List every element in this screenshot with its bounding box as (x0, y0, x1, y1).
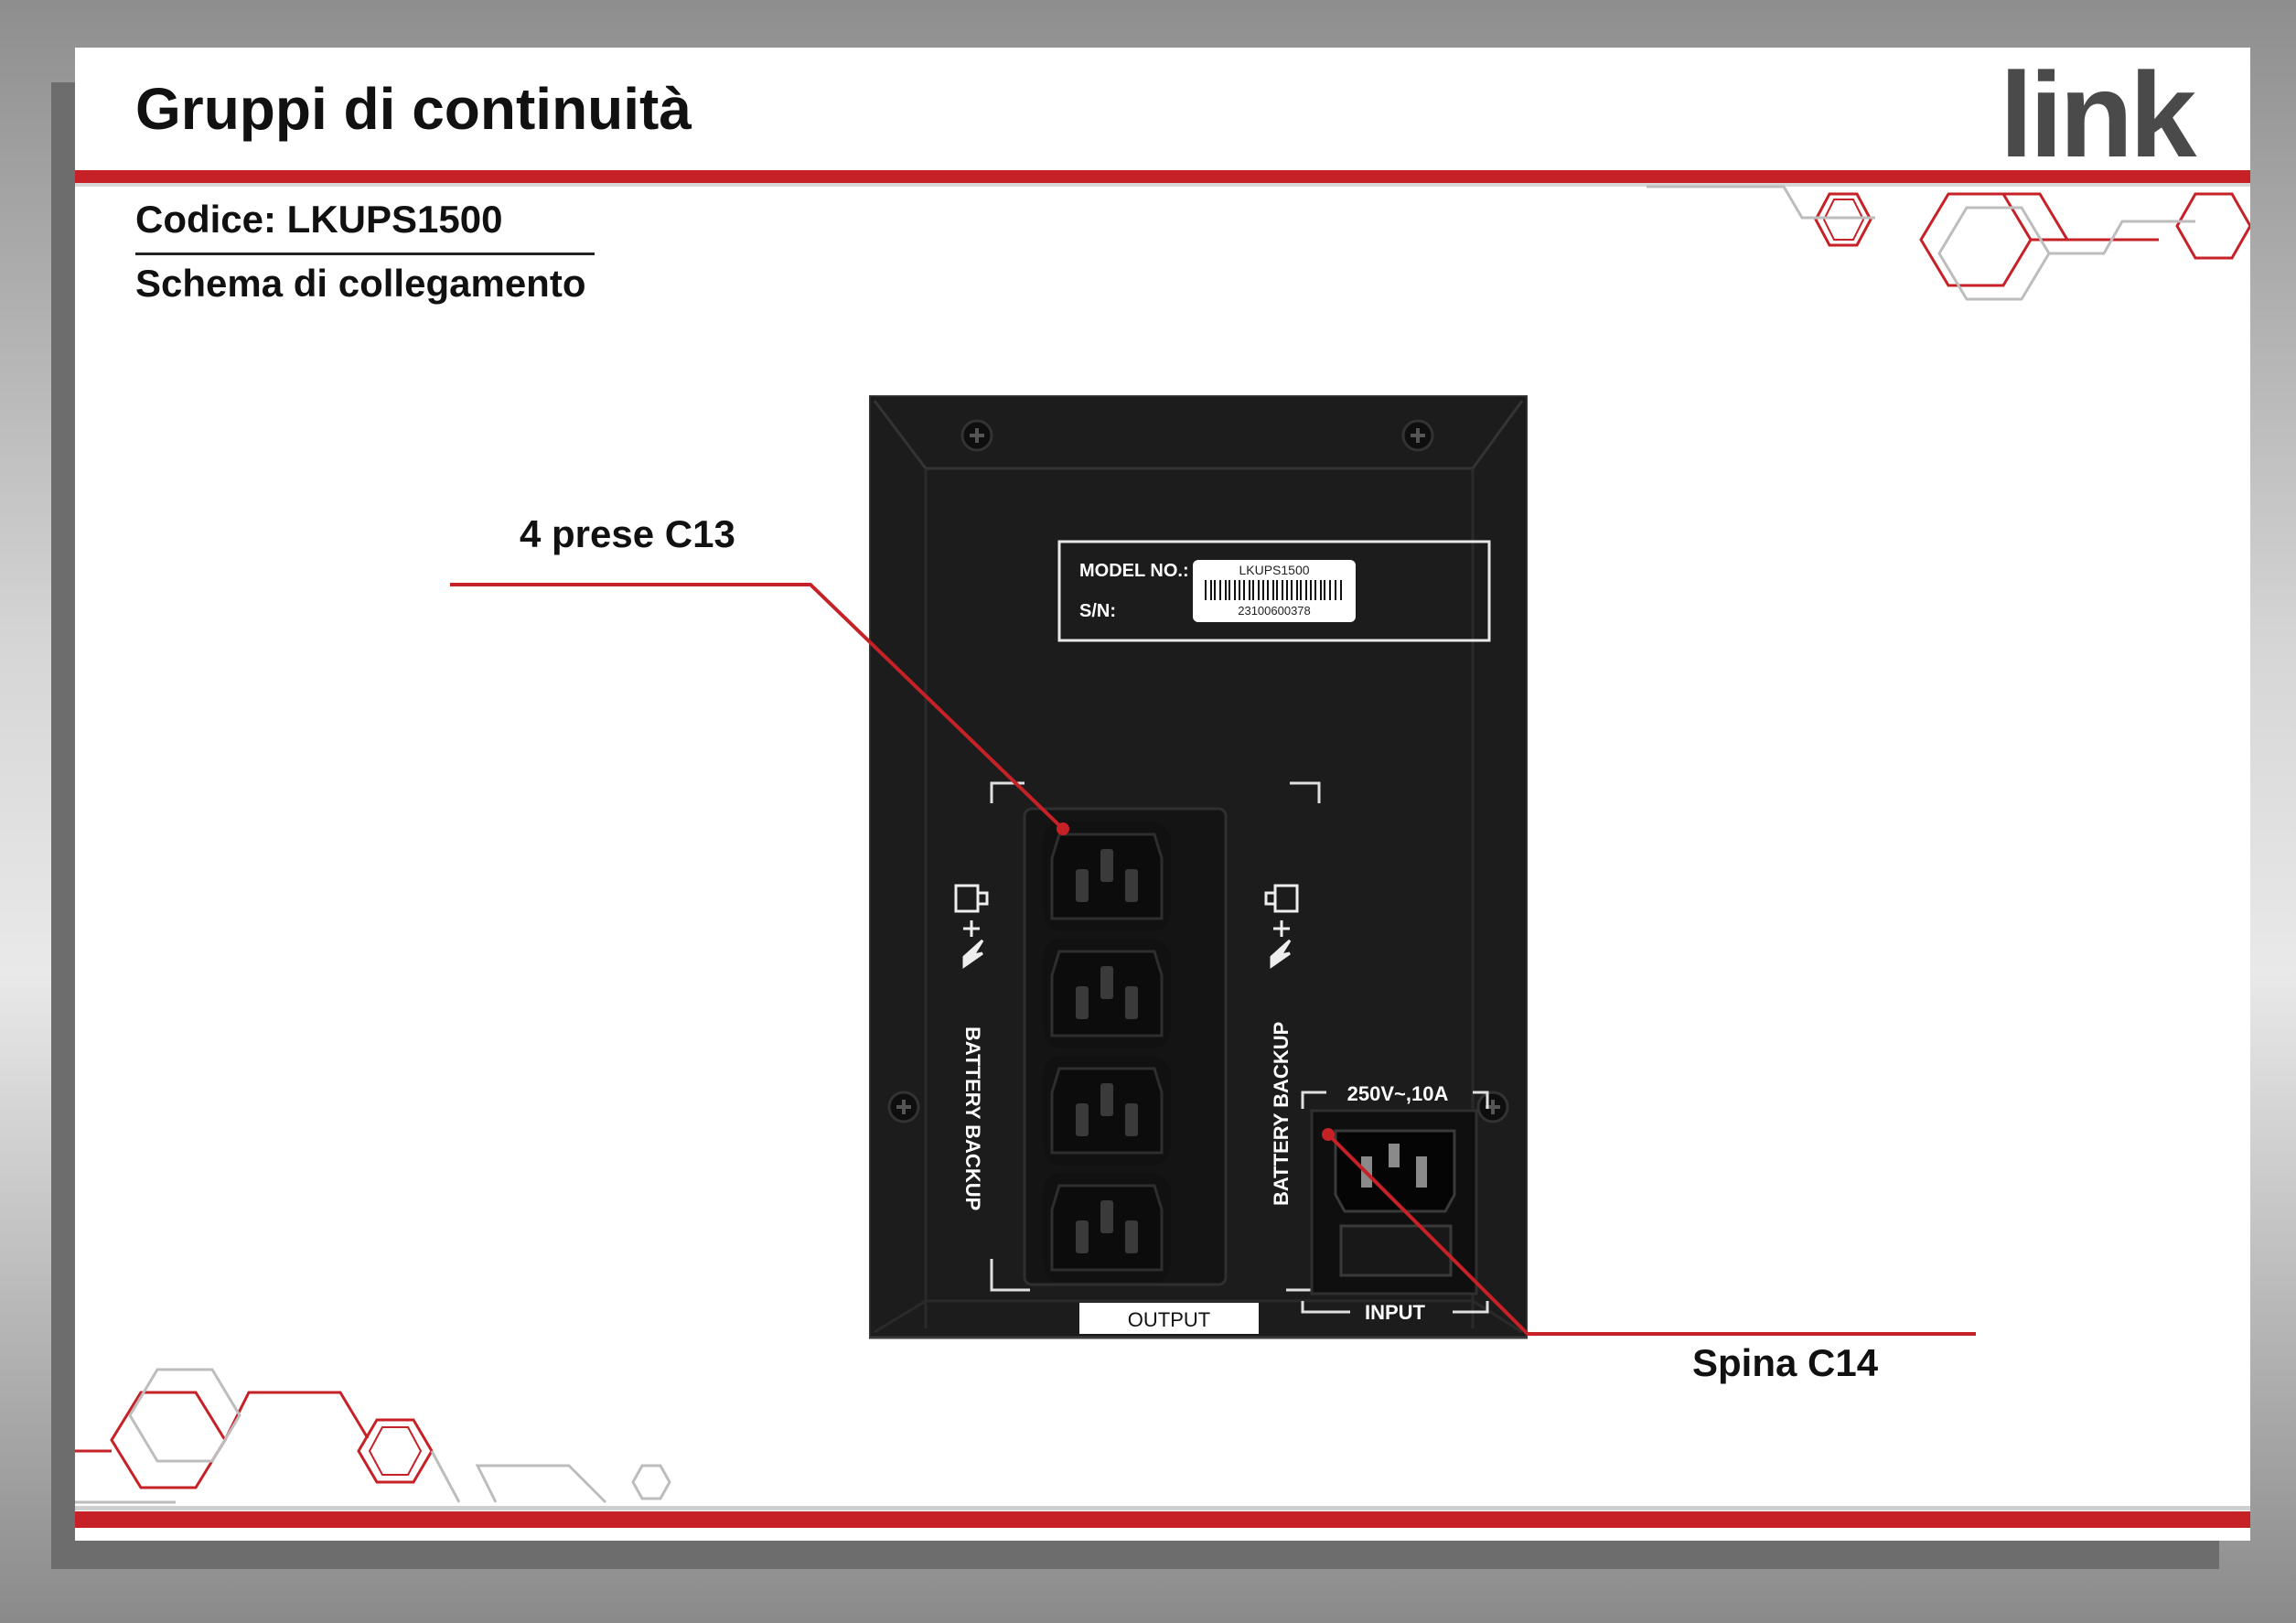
barcode-icon (1205, 580, 1342, 600)
hexagon-pattern-top (1647, 185, 2250, 301)
subtitle-divider (135, 253, 595, 255)
section-title: Schema di collegamento (135, 262, 586, 305)
slide: Gruppi di continuità link Codice: LKUPS1… (75, 48, 2250, 1541)
c14-inlet (1334, 1129, 1456, 1213)
battery-icon (954, 884, 989, 969)
c13-outlet (1041, 820, 1173, 933)
product-code: Codice: LKUPS1500 (135, 198, 503, 241)
c13-outlet (1041, 1171, 1173, 1284)
screw-icon (960, 419, 993, 452)
callout-inlet-label: Spina C14 (1692, 1341, 1879, 1384)
c13-outlet (1041, 1054, 1173, 1167)
hexagon-pattern-bottom (75, 1368, 671, 1504)
model-value: LKUPS1500 (1239, 563, 1309, 577)
fuse-drawer (1339, 1224, 1453, 1277)
c13-outlet (1041, 937, 1173, 1050)
screw-icon (1476, 1091, 1509, 1123)
callout-outlets-label: 4 prese C13 (520, 512, 735, 555)
serial-label: S/N: (1079, 601, 1116, 621)
output-label: OUTPUT (1128, 1308, 1210, 1331)
serial-value: 23100600378 (1238, 604, 1311, 618)
input-label: INPUT (1365, 1301, 1426, 1324)
header-red-bar (75, 170, 2250, 183)
header-grey-line (75, 183, 2250, 187)
screw-icon (887, 1091, 920, 1123)
footer-grey-line (75, 1506, 2250, 1510)
ups-rear-panel: MODEL NO.: S/N: LKUPS1500 23100600378 OU… (869, 395, 1528, 1339)
brand-logo: link (2000, 48, 2196, 182)
screw-icon (1401, 419, 1434, 452)
input-rating: 250V~,10A (1347, 1082, 1449, 1105)
footer-red-bar (75, 1511, 2250, 1528)
battery-backup-label: BATTERY BACKUP (1270, 1022, 1293, 1206)
battery-icon (1264, 884, 1299, 969)
page-title: Gruppi di continuità (135, 76, 692, 142)
model-no-label: MODEL NO.: (1079, 561, 1189, 581)
battery-backup-label: BATTERY BACKUP (961, 1026, 984, 1210)
